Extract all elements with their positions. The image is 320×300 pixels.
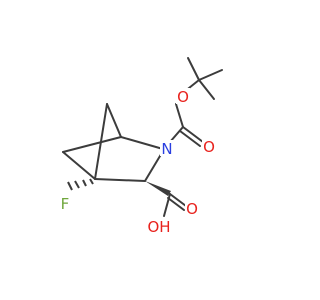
hash-mark-4: [89, 178, 94, 185]
nitrogen-label-bg: [160, 140, 174, 156]
ester-oxygen-label: O: [177, 88, 189, 106]
carbonyl-oxygen-label: O: [203, 138, 215, 156]
bond-c1-c6: [62, 136, 122, 153]
bond-tbu-methyl-top: [187, 57, 200, 81]
fluorine-label-bg: [59, 195, 72, 211]
hydroxyl-label-bg: [147, 217, 172, 234]
hash-mark-1: [67, 181, 73, 191]
hash-mark-3: [82, 179, 87, 187]
bond-c6-c5: [62, 151, 96, 180]
bond-tbu-methyl-right: [198, 69, 223, 81]
ester-oxygen-label-bg: [176, 88, 190, 104]
bond-acid-double-1: [169, 193, 187, 207]
fluorine-label: F: [61, 195, 70, 213]
bond-acid-oh: [163, 193, 171, 217]
bond-c1-n: [120, 136, 164, 150]
hydroxyl-label: OH: [147, 218, 170, 236]
bond-acid-double-2: [167, 197, 185, 211]
acid-carbonyl-oxygen-label-bg: [185, 200, 199, 216]
bond-tbu-methyl-lower: [198, 79, 215, 100]
bond-carbonyl-ester-o: [175, 103, 184, 128]
nitrogen-label: N: [161, 140, 172, 158]
bond-n-carbonyl: [169, 126, 184, 143]
carbonyl-oxygen-label-bg: [202, 138, 216, 154]
hashed-bond-fluorine: [67, 178, 94, 191]
bond-bridge-left: [106, 103, 122, 138]
wedge-bond-acid: [145, 181, 171, 196]
bond-carbonyl-double-1: [182, 126, 204, 143]
acid-carbonyl-oxygen-label: O: [186, 200, 198, 218]
bond-carbonyl-double-2: [179, 130, 201, 147]
bond-c4-c3: [94, 178, 146, 182]
structure-diagram: N O O O OH F: [59, 57, 223, 236]
hash-mark-2: [74, 180, 80, 189]
